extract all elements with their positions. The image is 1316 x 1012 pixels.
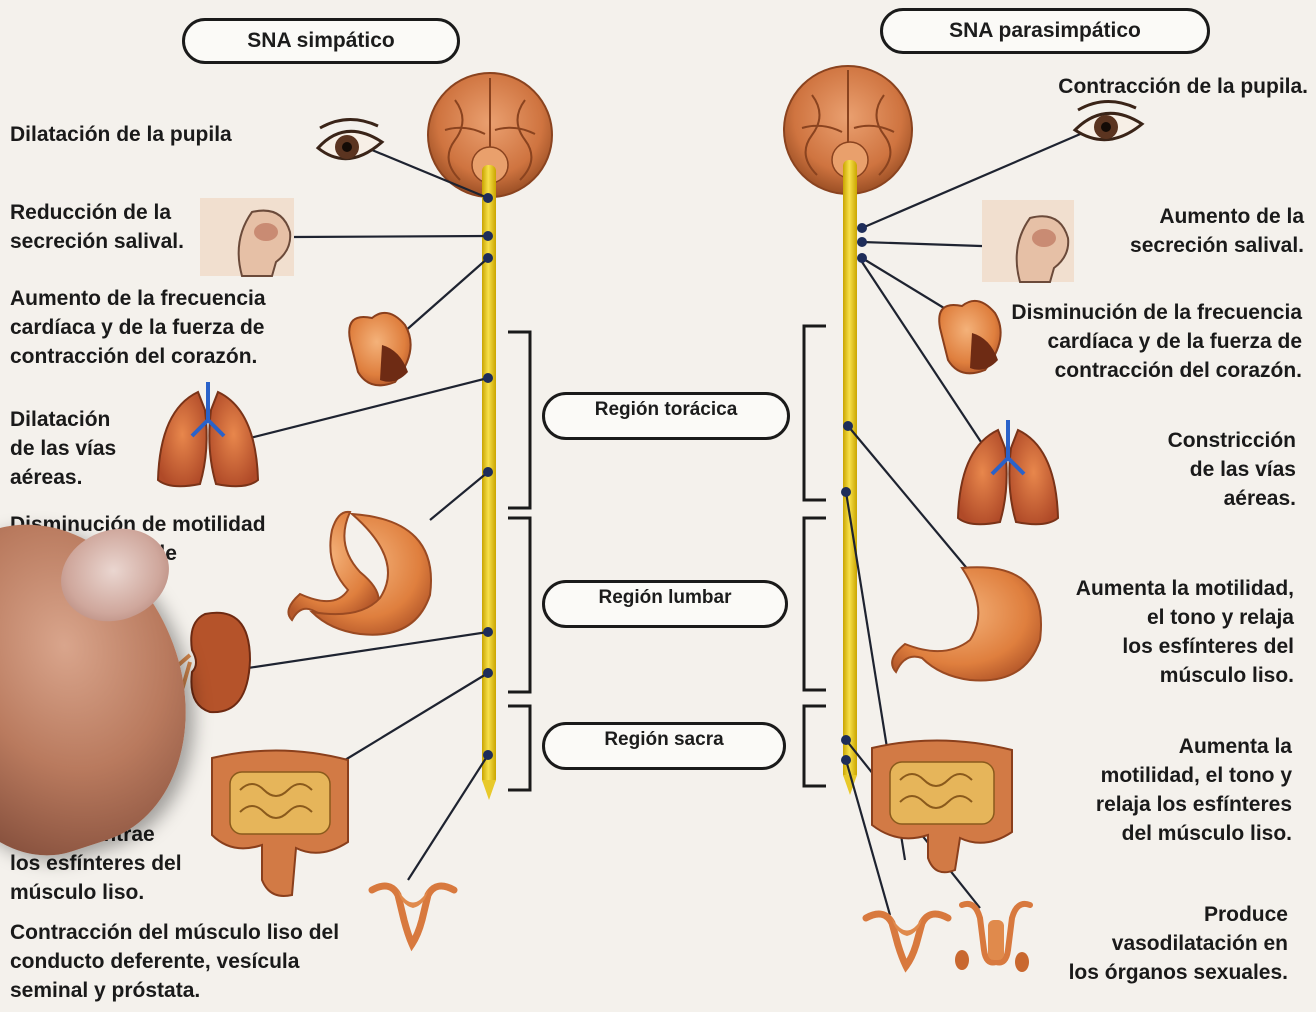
right-brackets (804, 326, 826, 786)
para-airways-label: Constricción de las vías aéreas. (1168, 426, 1296, 513)
right-lungs-icon (958, 420, 1058, 524)
left-kidney-icon (175, 613, 250, 712)
para-intestine-label: Aumenta la motilidad, el tono y relaja l… (1096, 732, 1292, 848)
parasympathetic-title-text: SNA parasimpático (949, 19, 1141, 43)
left-lungs-icon (158, 382, 258, 486)
region-lumbar-text: Región lumbar (598, 587, 731, 609)
right-intestine-icon (872, 740, 1012, 872)
para-pupil-label: Contracción de la pupila. (1058, 72, 1308, 101)
sympathetic-title: SNA simpático (182, 18, 460, 64)
region-sacral: Región sacra (542, 722, 786, 770)
left-intestine-icon (212, 750, 348, 896)
right-spinal-cord (843, 160, 857, 780)
region-thoracic-text: Región torácica (595, 399, 738, 421)
para-saliva-label: Aumento de la secreción salival. (1130, 202, 1304, 260)
para-stomach-label: Aumenta la motilidad, el tono y relaja l… (1076, 574, 1294, 690)
left-heart-icon (349, 313, 410, 385)
right-uterus-icon (866, 914, 948, 966)
symp-airways-label: Dilatación de las vías aéreas. (10, 405, 116, 492)
region-sacral-text: Región sacra (604, 729, 723, 751)
left-uterus-icon (372, 886, 454, 944)
symp-saliva-label: Reducción de la secreción salival. (10, 198, 184, 256)
right-eye-icon (1075, 101, 1142, 139)
sympathetic-title-text: SNA simpático (247, 29, 394, 53)
left-stomach-icon (288, 512, 431, 635)
symp-reproductive-label: Contracción del músculo liso del conduct… (10, 918, 339, 1005)
left-brackets (508, 332, 530, 790)
right-heart-icon (939, 301, 1000, 373)
right-salivary-head-icon (982, 200, 1074, 282)
left-eye-icon (318, 119, 382, 159)
left-salivary-head-icon (200, 198, 294, 276)
parasympathetic-title: SNA parasimpático (880, 8, 1210, 54)
para-heart-label: Disminución de la frecuencia cardíaca y … (1011, 298, 1302, 385)
para-reproductive-label: Produce vasodilatación en los órganos se… (1069, 900, 1288, 987)
right-male-organs-icon (955, 904, 1030, 972)
symp-heart-label: Aumento de la frecuencia cardíaca y de l… (10, 284, 266, 371)
symp-pupil-label: Dilatación de la pupila (10, 120, 232, 149)
region-lumbar: Región lumbar (542, 580, 788, 628)
right-stomach-icon (892, 567, 1041, 680)
region-thoracic: Región torácica (542, 392, 790, 440)
